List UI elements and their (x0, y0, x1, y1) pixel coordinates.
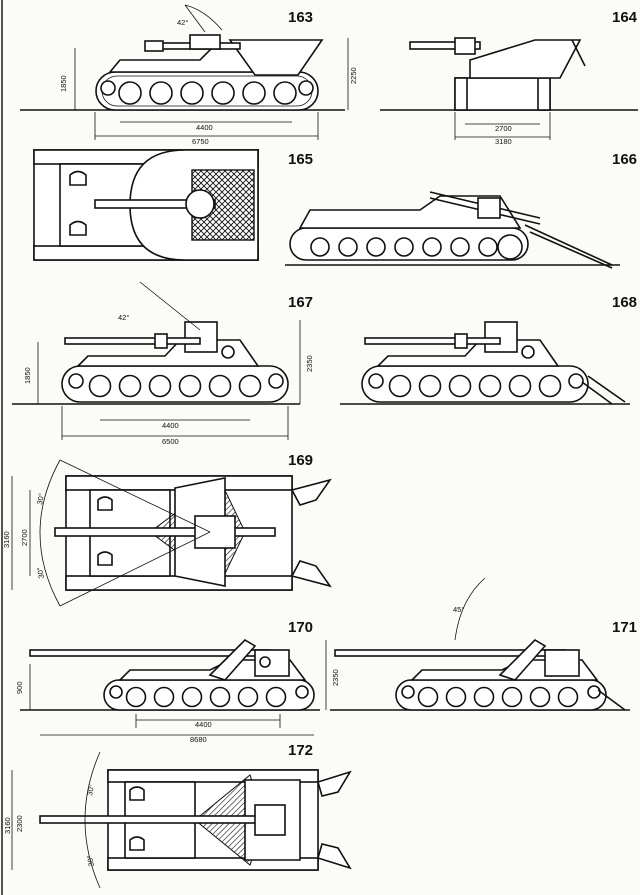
figure-label-167: 167 (288, 294, 313, 311)
dim-170-length: 8680 (190, 735, 207, 744)
dim-169-traverse-left: 30° (35, 493, 46, 506)
dim-169-track-width: 2700 (20, 529, 29, 546)
dim-170-overall-height: 2350 (331, 669, 340, 686)
figure-171-side-view-firing: 171 45° (330, 577, 637, 711)
dim-172-traverse-left: 30° (85, 784, 96, 797)
figure-label-165: 165 (288, 151, 313, 168)
dim-167-overall-height: 2350 (305, 355, 314, 372)
road-wheels (401, 685, 601, 708)
figure-163-side-view: 163 42° 1850 2250 4400 6750 (20, 4, 358, 146)
figure-label-164: 164 (612, 9, 638, 26)
dim-167-height: 1850 (23, 367, 32, 384)
road-wheels (109, 685, 309, 708)
dim-163-wheelbase: 4400 (196, 123, 213, 132)
dim-172-traverse-right: 30° (85, 854, 96, 867)
dim-163-angle: 42° (177, 18, 188, 27)
road-wheels (68, 373, 284, 398)
figure-label-171: 171 (612, 619, 637, 636)
dim-167-angle: 42° (118, 313, 129, 322)
dim-172-track-width: 2300 (15, 815, 24, 832)
figure-label-163: 163 (288, 9, 313, 26)
figure-label-168: 168 (612, 294, 637, 311)
dim-167-length: 6500 (162, 437, 179, 446)
road-wheels (100, 80, 314, 105)
dim-163-overall-height: 2250 (349, 67, 358, 84)
figure-170-side-view: 170 900 2350 4400 8680 (15, 619, 340, 744)
figure-168-side-view-firing: 168 (340, 294, 637, 405)
figure-label-166: 166 (612, 151, 637, 168)
dim-164-track-width: 2700 (495, 124, 512, 133)
figure-164-front-view: 164 2700 3180 (380, 9, 638, 146)
road-wheels (310, 234, 523, 260)
figure-label-170: 170 (288, 619, 313, 636)
figure-169-top-view: 169 3160 2700 30° 30° (2, 452, 332, 607)
dim-169-width: 3160 (2, 531, 11, 548)
figure-167-side-view: 167 42° 1850 2350 4400 6500 (12, 281, 314, 446)
dim-170-wheelbase: 4400 (195, 720, 212, 729)
dim-172-width: 3160 (3, 817, 12, 834)
figure-label-172: 172 (288, 742, 313, 759)
figure-label-169: 169 (288, 452, 313, 469)
dim-170-height: 900 (15, 681, 24, 694)
figure-172-top-view: 172 30° 30° 3160 2300 (3, 742, 352, 889)
figure-165-top-view: 165 (33, 149, 313, 261)
dim-163-height: 1850 (59, 75, 68, 92)
dim-164-width: 3180 (495, 137, 512, 146)
road-wheels (368, 373, 584, 398)
dim-171-angle: 45° (453, 605, 464, 614)
dim-169-traverse-right: 30° (35, 566, 46, 579)
dim-167-wheelbase: 4400 (162, 421, 179, 430)
dim-163-length: 6750 (192, 137, 209, 146)
figure-166-side-view-travel: 166 (285, 151, 637, 269)
